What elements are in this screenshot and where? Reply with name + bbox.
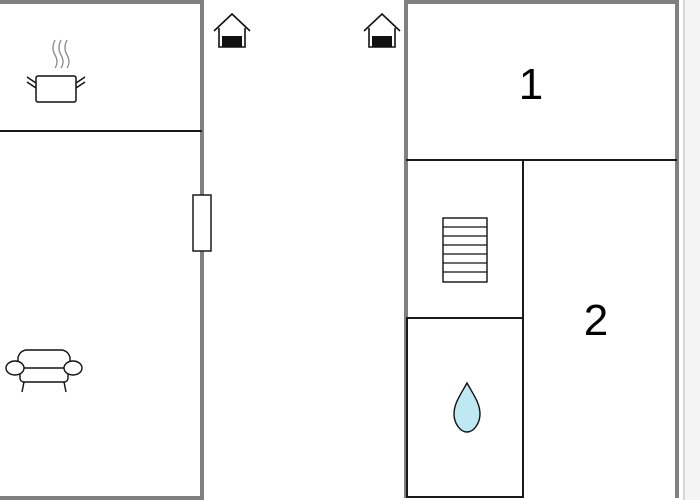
room-bedroom-2: 2 [584, 296, 608, 345]
left-unit [0, 0, 212, 500]
room-label-2: 2 [584, 296, 608, 345]
water-drop-icon [453, 381, 481, 433]
edge-strip [684, 0, 700, 500]
room-bathroom [453, 381, 481, 433]
left-unit-outer-wall [0, 0, 204, 500]
sofa-icon [5, 349, 83, 393]
room-label-1: 1 [519, 60, 543, 109]
window [192, 194, 212, 252]
room-kitchen [26, 39, 86, 103]
house-entrance-icon [213, 12, 251, 48]
room-living [5, 349, 83, 393]
room-stairs [442, 217, 488, 283]
cooking-pot-icon [26, 39, 86, 103]
bathroom-wall [406, 319, 523, 498]
stairs-icon [442, 217, 488, 283]
right-unit-outer-wall [404, 0, 679, 498]
right-unit: 1 2 [404, 0, 679, 498]
room-bedroom-1: 1 [519, 60, 543, 109]
house-entrance-icon [363, 12, 401, 48]
